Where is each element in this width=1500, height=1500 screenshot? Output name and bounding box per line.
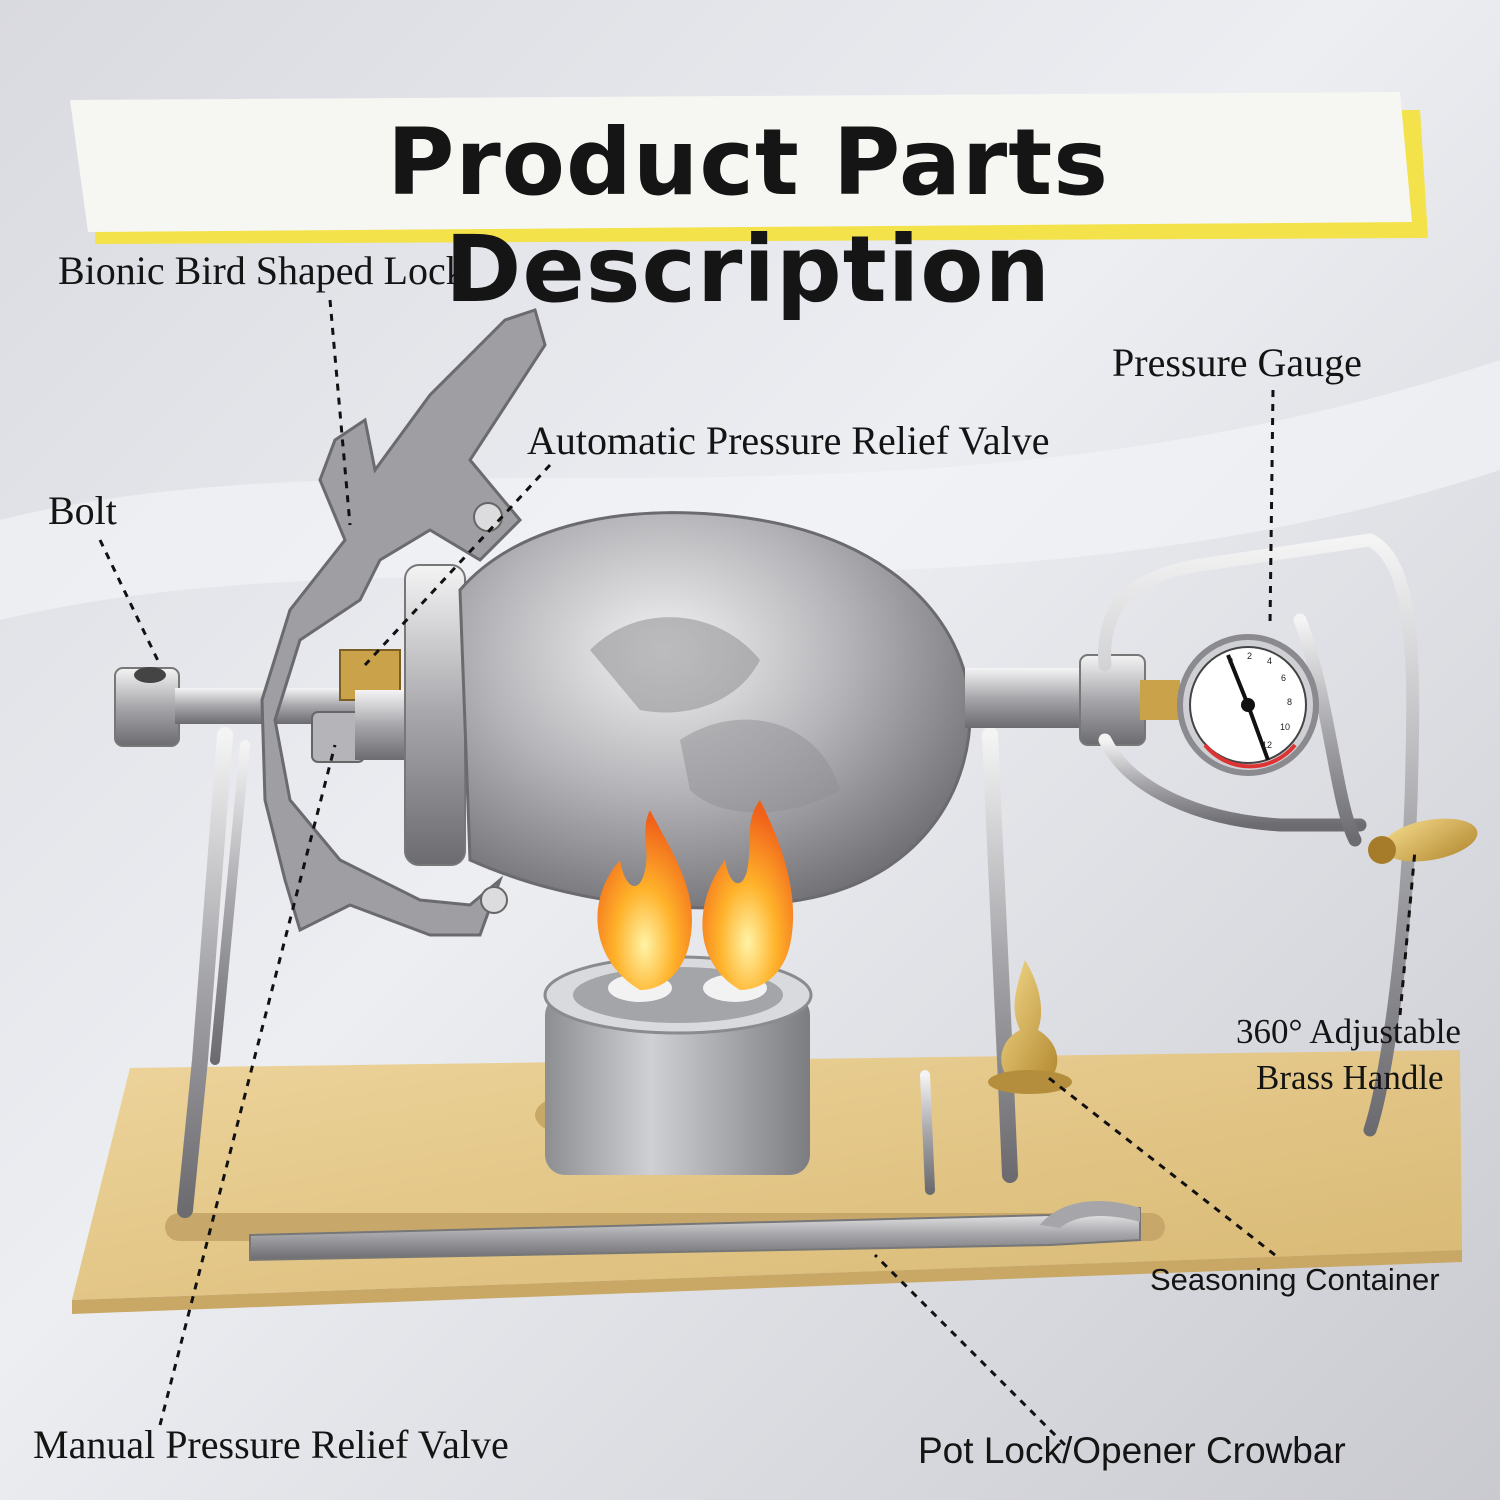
brass-handle-icon [1368,818,1478,864]
label-crowbar: Pot Lock/Opener Crowbar [918,1430,1346,1471]
label-auto-relief-valve: Automatic Pressure Relief Valve [527,418,1050,463]
handle-cage [1098,533,1420,1137]
label-brass-handle-line1: 360° Adjustable [1236,1012,1461,1051]
seasoning-container-icon [988,960,1072,1094]
label-bionic-bird-lock: Bionic Bird Shaped Lock [58,248,466,293]
gauge-tick: 10 [1280,722,1290,732]
leader-auto-relief-valve [363,463,552,667]
leader-manual-relief-valve [158,744,337,1426]
flame-icon [597,800,794,990]
title-banner-text: Product Parts Description [78,95,1418,323]
right-shaft [965,654,1180,746]
label-bolt: Bolt [48,488,117,533]
gauge-tick: 8 [1287,697,1292,707]
gauge-tick: 12 [1262,740,1272,750]
alcohol-burner [543,955,813,1175]
title-banner [70,92,1412,232]
leader-pressure-gauge [1268,389,1275,626]
label-manual-relief-valve: Manual Pressure Relief Valve [33,1422,509,1467]
pressure-gauge-icon: 0 2 4 6 8 10 12 [1177,634,1319,776]
leader-lines [98,299,1417,1447]
page-title: Product Parts Description [386,109,1110,323]
gauge-tick: 0 [1228,656,1233,666]
leader-crowbar [873,1253,1067,1447]
gauge-tick-labels: 0 2 4 6 8 10 12 [1228,651,1292,750]
label-seasoning-container: Seasoning Container [1150,1262,1440,1297]
label-pressure-gauge: Pressure Gauge [1112,340,1362,385]
leader-bionic-bird-lock [328,299,352,526]
leader-bolt [98,539,162,666]
label-brass-handle-line2: Brass Handle [1256,1058,1444,1097]
roaster-pot [404,511,972,910]
crowbar-icon [249,1201,1141,1262]
gauge-tick: 2 [1247,651,1252,661]
leader-seasoning-container [1044,1073,1276,1257]
gauge-tick: 6 [1281,673,1286,683]
gauge-tick: 4 [1267,656,1272,666]
